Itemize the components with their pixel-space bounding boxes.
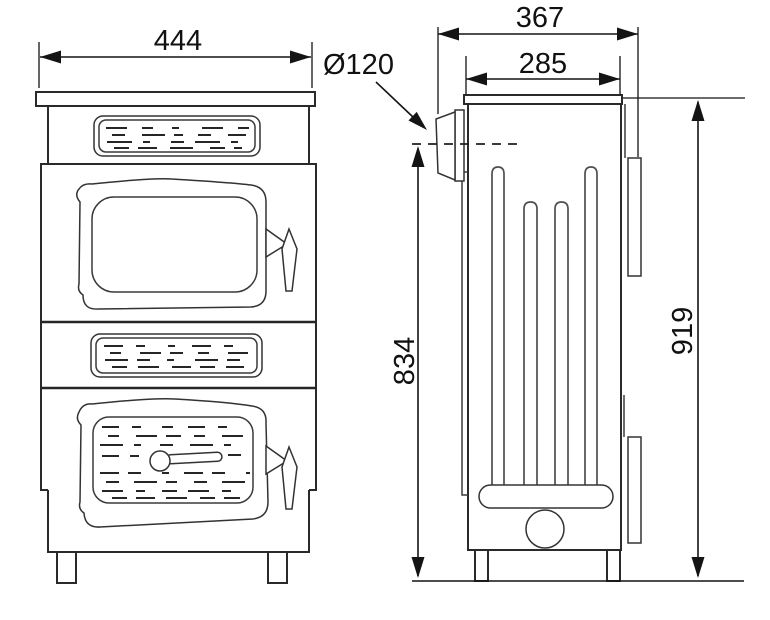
front-foot-left bbox=[56, 551, 77, 584]
lower-door-knob bbox=[149, 450, 171, 472]
side-top-plate bbox=[463, 94, 623, 105]
dim-label-front-width: 444 bbox=[154, 25, 202, 57]
front-foot-right bbox=[267, 551, 288, 584]
middle-vent-panel bbox=[90, 333, 263, 378]
dim-front-width: 444 bbox=[38, 25, 313, 88]
dim-label-depth-overall: 367 bbox=[516, 2, 564, 34]
lower-door-lever bbox=[165, 451, 223, 465]
upper-door-frame bbox=[76, 178, 267, 310]
dim-height-to-flue: 834 bbox=[389, 146, 425, 578]
front-view: 444 Ø120 bbox=[35, 25, 427, 584]
arrow-right-icon bbox=[290, 50, 311, 64]
upper-door bbox=[76, 178, 298, 310]
upper-door-handle bbox=[281, 226, 298, 292]
front-top-plate bbox=[35, 91, 316, 107]
dim-depth-top: 285 bbox=[465, 48, 621, 95]
bottom-manifold bbox=[478, 484, 614, 509]
dim-label-height-to-flue: 834 bbox=[389, 337, 421, 385]
upper-door-latch bbox=[265, 227, 289, 259]
lower-door bbox=[76, 398, 298, 528]
upper-door-window bbox=[91, 196, 258, 293]
drain-port bbox=[525, 509, 565, 549]
dim-label-flue-diameter: Ø120 bbox=[323, 49, 394, 81]
side-view: 367 285 834 919 bbox=[389, 2, 745, 582]
front-edge-tab-upper bbox=[627, 157, 642, 277]
heat-exchanger-ribs bbox=[478, 166, 614, 549]
lower-door-latch bbox=[265, 444, 289, 476]
front-edge-tab-lower bbox=[627, 436, 642, 544]
flue-collar bbox=[435, 109, 465, 182]
side-body bbox=[467, 103, 622, 551]
dim-label-depth-top: 285 bbox=[519, 48, 567, 80]
lower-door-handle bbox=[281, 444, 298, 510]
side-leg-back bbox=[474, 549, 489, 582]
lower-door-panel bbox=[92, 416, 254, 504]
leader-arrow-icon bbox=[408, 111, 427, 130]
side-back-jacket bbox=[461, 171, 468, 496]
dim-label-height-overall: 919 bbox=[667, 307, 699, 355]
dim-depth-overall: 367 bbox=[437, 2, 639, 157]
arrow-left-icon bbox=[40, 50, 61, 64]
dim-height-overall: 919 bbox=[623, 97, 745, 578]
dim-flue-diameter: Ø120 bbox=[323, 49, 427, 130]
upper-vent-panel bbox=[93, 115, 261, 157]
side-leg-front bbox=[606, 549, 621, 582]
